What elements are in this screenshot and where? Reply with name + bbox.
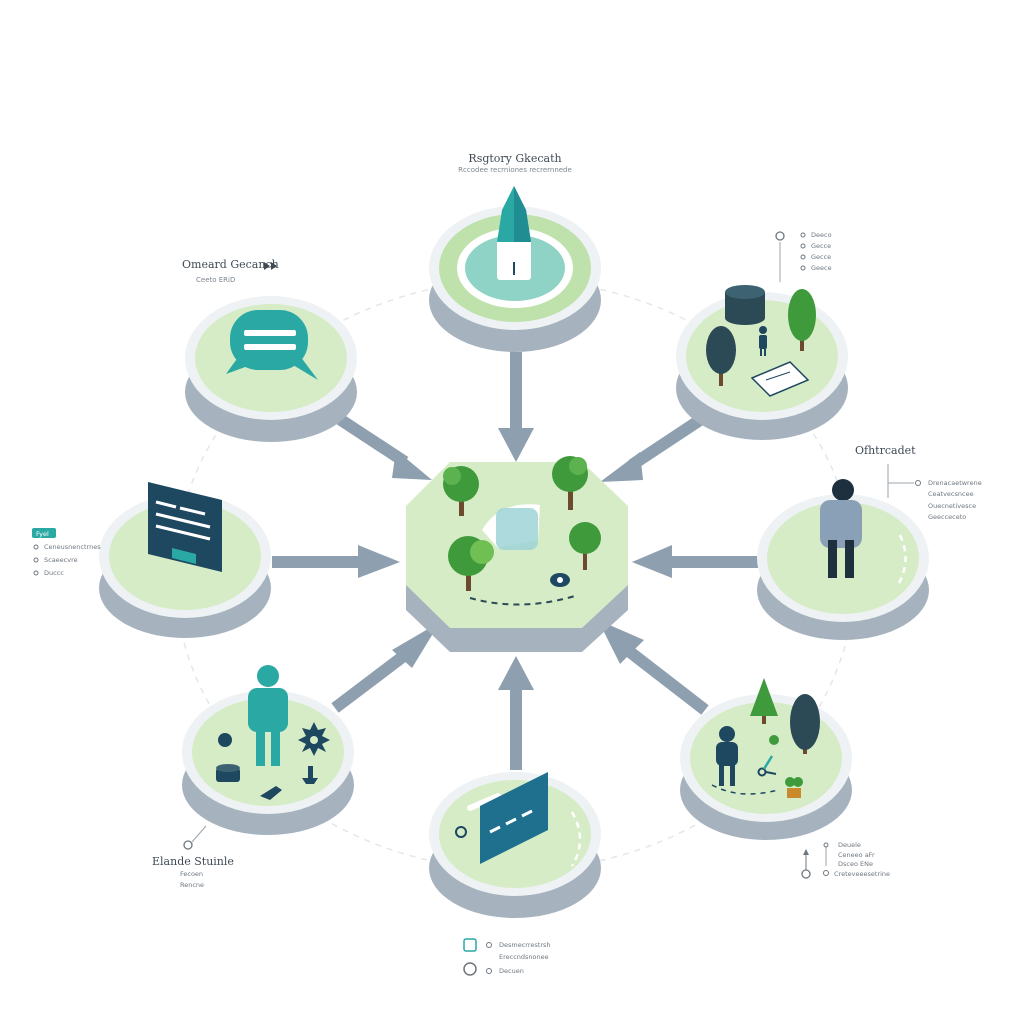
bottom-legend: Desmecrrestrsh Ereccndsnonee Decuen [463,938,551,976]
target-icon [463,962,477,976]
node-upper-left [185,296,357,442]
info-item: Ceneeo aFr [838,851,875,859]
hub-card-icon [482,504,540,550]
node-upper-right [676,285,848,440]
legend-item: Ceneusnenctrnes [44,543,101,551]
node-lower-right [680,678,852,840]
node-right-title: Ofhtrcadet [855,444,916,457]
node-bottom [429,772,601,918]
info-item: Deuele [838,841,861,849]
arrow-bottom [498,656,534,770]
plant-pot-icon [785,777,803,798]
info-item: Ouecnetivesce [928,502,976,510]
tree-icon [706,326,736,386]
arrow-lower-right [598,620,709,715]
dot-icon [218,733,232,747]
arrow-upper-right [600,414,704,482]
shrub-icon [769,735,779,745]
person-icon [820,479,862,578]
person-icon [759,326,767,356]
legend-badge: Fyel [36,530,49,538]
arrow-right [632,545,760,578]
legend-item: Scaeecvre [44,556,78,564]
card-icon [480,772,548,864]
list-item: Geece [811,264,832,272]
monitor-icon [148,482,222,572]
document-card-icon [750,361,810,397]
scissors-icon [757,755,777,777]
tree-icon [569,522,601,570]
tree-icon [790,694,820,754]
arrow-upper-left [334,412,432,480]
info-item: Ceatvecsncee [928,490,974,498]
node-top [429,186,601,352]
node-upper-left-subtitle: Ceeto ERiD [196,276,235,284]
legend-item: Desmecrrestrsh [499,941,551,949]
list-item: Gecce [811,253,831,261]
legend-item: Ereccndsnonee [499,953,549,961]
arrow-left [272,545,400,578]
arrows [272,352,760,770]
central-hub-platform [406,456,628,652]
chat-bubble-icon [226,310,318,380]
node-upper-right-list: Deeco Gecce Gecce Geece [775,231,832,282]
node-lower-right-info: Deuele Ceneeo aFr Dsceo ENe Creteveeeset… [801,841,890,879]
legend-item: Decuen [499,967,524,975]
tree-icon [448,536,494,591]
list-item: Gecce [811,242,831,250]
play-forward-icon [264,262,277,270]
tree-icon [552,456,588,510]
node-right-info: Ofhtrcadet Drenacaetwrene Ceatvecsncee O… [855,444,982,521]
tool-icon [302,766,318,784]
node-right [757,479,929,640]
check-icon [463,938,477,952]
arrow-lower-left [331,622,440,713]
list-item: Deeco [811,231,832,239]
node-top-subtitle: Rccodee recrniones recrernnede [458,166,572,174]
ring-icon [455,826,467,838]
person-icon [248,665,288,766]
tree-icon [788,289,816,351]
node-left-legend: Fyel Ceneusnenctrnes Scaeecvre Duccc [32,528,101,577]
info-item: Fecoen [180,870,203,878]
info-item: Dsceo ENe [838,860,873,868]
tower-icon [497,186,531,280]
tree-icon [750,678,778,724]
tree-icon [443,466,479,516]
eye-icon [550,573,570,587]
arrow-top [498,352,534,462]
node-left [99,482,271,638]
info-item: Drenacaetwrene [928,479,982,487]
node-lower-left [182,665,354,835]
legend-item: Duccc [44,569,64,577]
database-icon [725,285,765,325]
gear-icon [298,722,330,756]
person-icon [716,726,738,786]
node-upper-left-title: Omeard Gecanch [182,258,279,271]
node-lower-left-title: Elande Stuinle [152,855,234,868]
container-icon [216,764,240,782]
info-item: Creteveeesetrine [834,870,890,878]
info-item: Rencne [180,881,204,889]
node-top-title: Rsgtory Gkecath [468,152,561,165]
arrow-shape-icon [260,786,282,800]
node-lower-left-info: Elande Stuinle Fecoen Rencne [152,825,234,889]
info-item: Geecceceto [928,513,966,521]
